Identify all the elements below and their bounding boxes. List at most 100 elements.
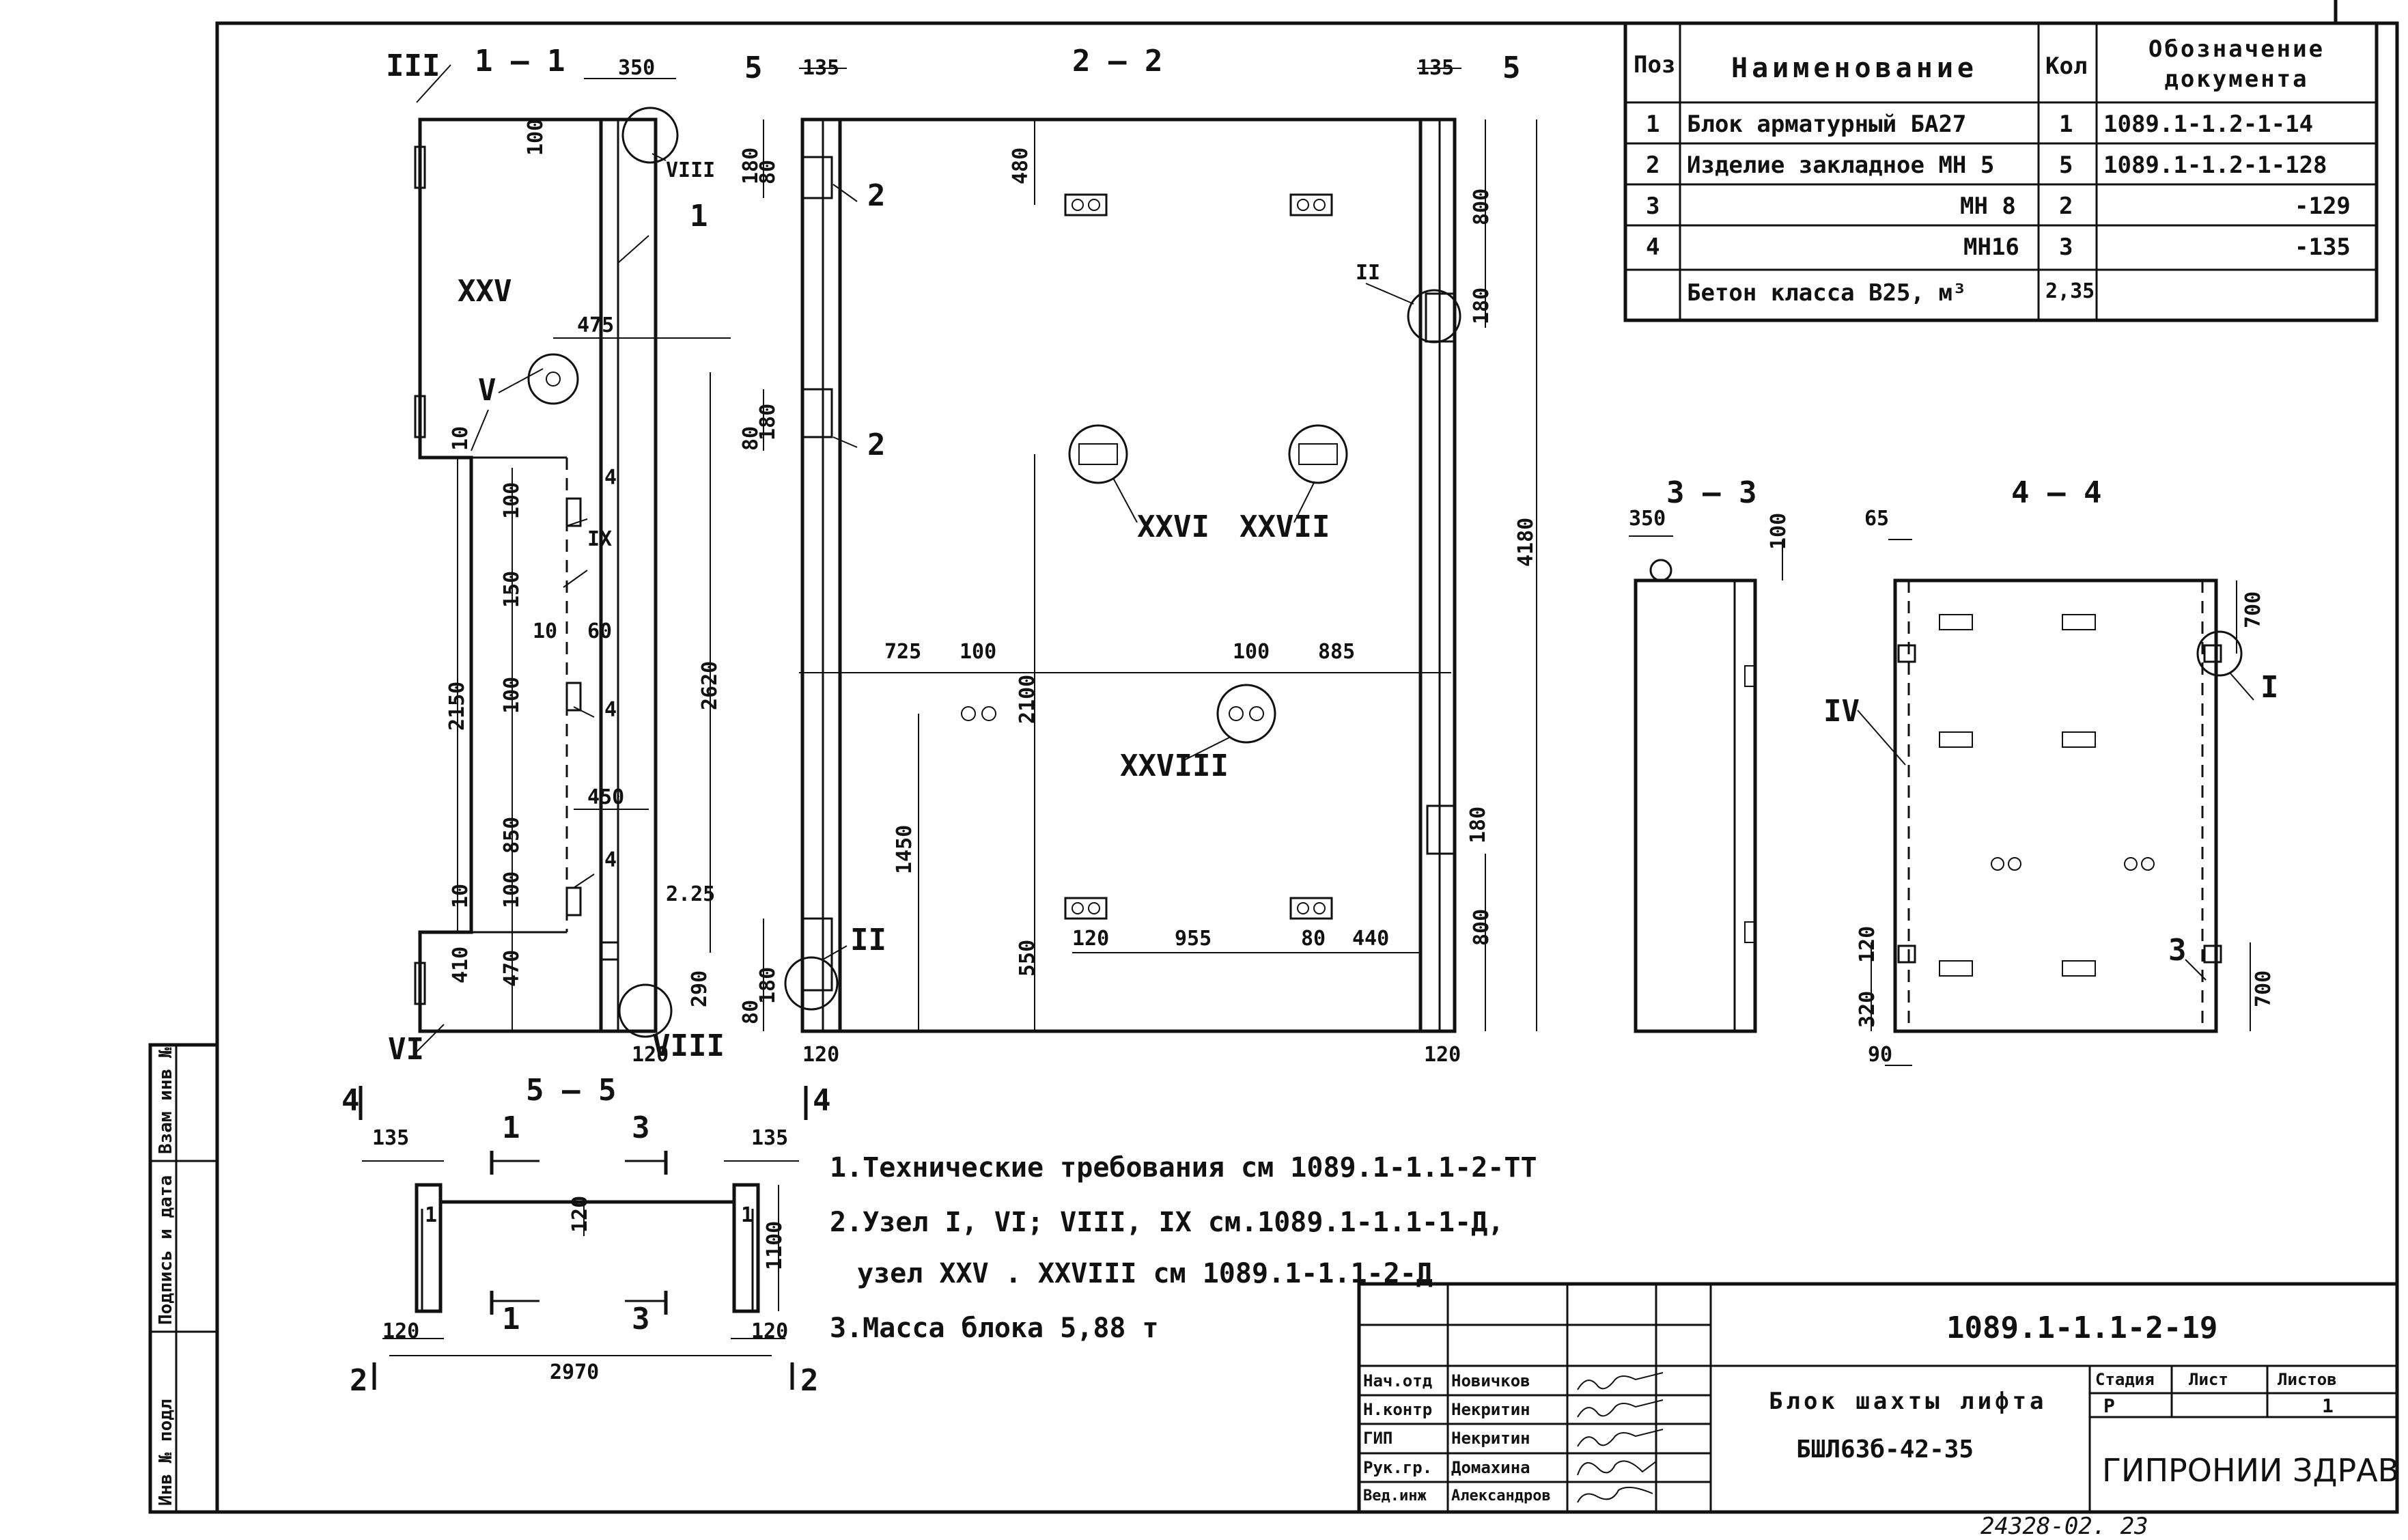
dim-label: 135 [802, 56, 840, 80]
dim-label: 10 [533, 619, 558, 643]
position-mark: 3 [2168, 933, 2187, 968]
node-mark: XXV [458, 274, 512, 309]
position-mark: 1 [690, 199, 708, 234]
node-mark: VIII [652, 1028, 725, 1063]
sheets-label: Листов [2278, 1370, 2337, 1389]
spec-row3-qty: 2 [2059, 193, 2073, 220]
side-stamp-inv-number: Инв № подл [156, 1399, 176, 1506]
note-2: 2.Узел I, VI; VIII, IX см.1089.1-1.1-1-Д… [830, 1207, 1504, 1238]
role-person: Новичков [1451, 1371, 1530, 1390]
spec-row4-name: МН16 [1963, 234, 2019, 261]
position-mark: 1 [425, 1203, 438, 1227]
node-mark: II [850, 923, 886, 957]
node-mark: VIII [666, 158, 716, 182]
dim-label: 440 [1352, 927, 1390, 951]
dim-label: 100 [1767, 512, 1791, 550]
node-mark: I [2260, 670, 2279, 705]
spec-row5-name: Бетон класса В25, м³ [1687, 279, 1967, 307]
cut-mark: 1 [502, 1302, 520, 1336]
role-person: Некритин [1451, 1400, 1530, 1419]
spec-row1-name: Блок арматурный БА27 [1687, 111, 1967, 138]
dim-label: 4180 [1514, 517, 1538, 567]
role-person: Домахина [1451, 1458, 1530, 1477]
dim-label: 4 [604, 848, 617, 872]
dim-label: 80 [756, 159, 780, 184]
dim-label: 320 [1856, 990, 1879, 1028]
dim-label: 100 [500, 676, 524, 714]
dim-label: 850 [500, 816, 524, 854]
dim-label: 120 [1856, 925, 1879, 963]
dim-label: 120 [1424, 1043, 1461, 1067]
node-mark: XXVIII [1120, 748, 1229, 783]
dim-label: 480 [1009, 147, 1033, 184]
side-stamp [148, 1043, 219, 1514]
dim-label: 350 [1629, 507, 1666, 531]
dim-label: 2.25 [666, 882, 716, 906]
sheets-value: 1 [2322, 1395, 2334, 1417]
dim-label: 120 [632, 1043, 669, 1067]
section-title-4-4: 4 – 4 [2011, 475, 2102, 510]
spec-header-doc: Обозначение документа [2148, 36, 2325, 94]
spec-row2-name: Изделие закладное МН 5 [1687, 152, 1995, 179]
dim-label: 180 [756, 966, 780, 1004]
position-mark: 2 [867, 178, 886, 213]
position-mark: 1 [741, 1203, 754, 1227]
cut-mark: 5 [1502, 51, 1521, 85]
dim-label: 725 [884, 640, 922, 664]
dim-label: 180 [1470, 287, 1494, 324]
dim-label: 2970 [550, 1360, 600, 1384]
dim-label: 470 [500, 949, 524, 987]
note-3: 3.Масса блока 5,88 т [830, 1313, 1159, 1344]
node-mark: IV [1823, 694, 1860, 729]
cut-mark: 2 [800, 1363, 819, 1398]
dim-label: 100 [500, 871, 524, 908]
drawing-frame [215, 21, 2399, 1514]
note-2-cont: узел XXV . XXVIII см 1089.1-1.1-2-Д [857, 1258, 1433, 1289]
cut-mark: 4 [341, 1083, 360, 1118]
dim-label: 10 [449, 425, 473, 451]
block-mark: БШЛ63б-42-35 [1796, 1436, 1974, 1464]
sheet-label: Лист [2189, 1370, 2228, 1389]
dim-label: 800 [1470, 908, 1494, 946]
note-1: 1.Технические требования см 1089.1-1.1-2… [830, 1152, 1537, 1184]
dim-label: 90 [1868, 1043, 1893, 1067]
cut-mark: 3 [632, 1302, 650, 1336]
dim-label: 350 [618, 56, 656, 80]
node-mark: IX [587, 527, 613, 551]
dim-label: 120 [751, 1319, 789, 1343]
dim-label: 80 [1301, 927, 1326, 951]
view-2-2 [763, 68, 1537, 1033]
dim-label: 1100 [763, 1220, 787, 1270]
dim-label: 4 [604, 466, 617, 490]
dim-label: 150 [500, 570, 524, 608]
stage-value: Р [2103, 1395, 2115, 1417]
dim-label: 10 [449, 883, 473, 908]
spec-row2-doc: 1089.1-1.2-1-128 [2103, 152, 2327, 179]
role-label: Вед.инж [1363, 1487, 1427, 1504]
dim-label: 2150 [445, 681, 469, 731]
dim-label: 100 [960, 640, 997, 664]
drawing-title: Блок шахты лифта [1769, 1388, 2047, 1415]
cut-mark: 5 [744, 51, 763, 85]
dim-label: 4 [604, 698, 617, 722]
node-mark: V [478, 373, 496, 408]
node-mark: XXVI [1137, 509, 1209, 544]
dim-label: 550 [1016, 939, 1039, 977]
spec-row2-qty: 5 [2059, 152, 2073, 179]
dim-label: 120 [382, 1319, 420, 1343]
cut-mark: 2 [350, 1363, 368, 1398]
dim-label: 120 [802, 1043, 840, 1067]
spec-row1-qty: 1 [2059, 111, 2073, 138]
position-mark: 2 [867, 428, 886, 462]
organization-name: ГИПРОНИИ ЗДРАВ [2102, 1452, 2400, 1489]
stage-label: Стадия [2095, 1370, 2155, 1389]
dim-label: 700 [2252, 970, 2276, 1007]
title-block-grid [1357, 1282, 2399, 1514]
view-5-5 [359, 1086, 808, 1390]
dim-label: 120 [1072, 927, 1110, 951]
spec-row5-qty: 2,35 [2045, 279, 2095, 303]
dim-label: 100 [524, 118, 548, 156]
dim-label: 2100 [1016, 674, 1039, 724]
spec-row1-doc: 1089.1-1.2-1-14 [2103, 111, 2314, 138]
